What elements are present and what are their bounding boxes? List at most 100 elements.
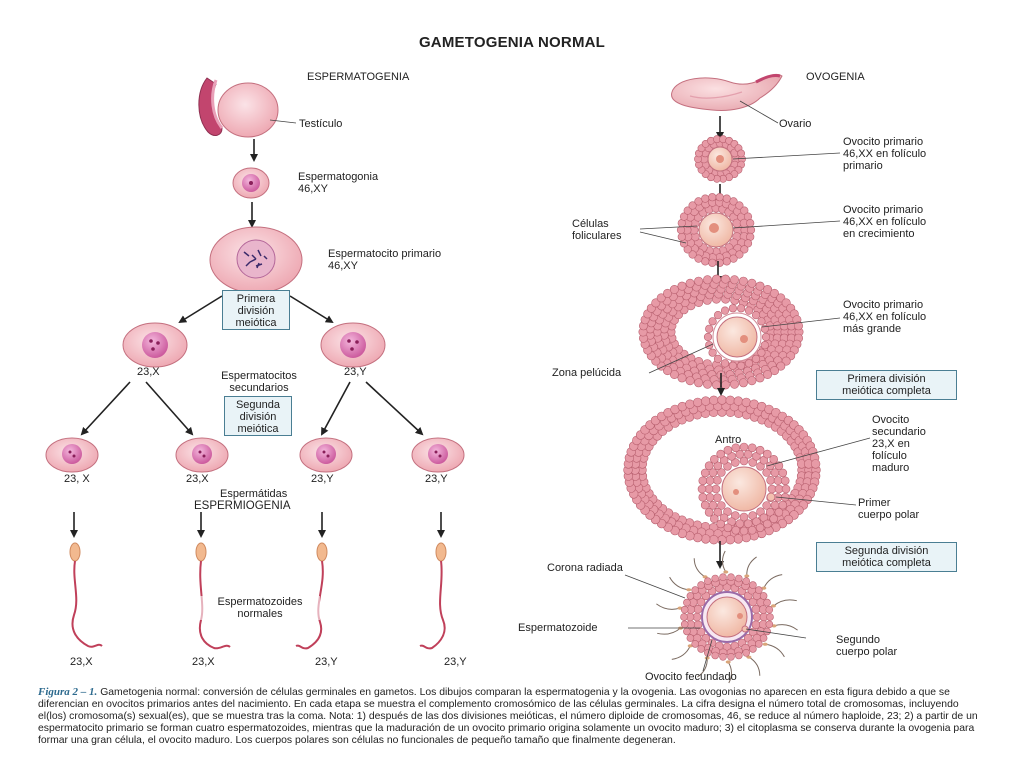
follicle-cell xyxy=(744,359,754,368)
follicle-cell xyxy=(763,598,771,607)
follicle-cell xyxy=(700,468,710,478)
follicle-cell xyxy=(751,311,761,320)
testis-illustration xyxy=(198,77,279,138)
follicle-cell xyxy=(762,519,772,529)
follicle-cell xyxy=(738,276,748,286)
follicle-cell xyxy=(697,581,705,589)
follicle-cell xyxy=(769,514,779,524)
follicle-cell xyxy=(755,523,765,533)
zona-pellucida-label: Zona pelúcida xyxy=(552,367,622,379)
follicle-cell xyxy=(755,445,765,455)
follicle-cell xyxy=(713,475,722,485)
arrow-secondary-left-to-spermatid-2 xyxy=(145,381,194,436)
follicle-cell xyxy=(694,378,704,388)
follicle-cell xyxy=(713,493,722,503)
follicle-cell xyxy=(705,493,715,502)
follicle-cell xyxy=(742,577,751,586)
sperm-tail xyxy=(773,599,797,607)
sperm-2-label: 23,X xyxy=(192,656,215,668)
sperm-tail xyxy=(693,558,706,578)
follicle-cell xyxy=(747,278,757,288)
growing-follicle xyxy=(676,193,756,267)
oocyte-growing-follicle-label: Ovocito primario 46,XX en folículo en cr… xyxy=(843,204,927,240)
follicle-cell xyxy=(708,193,717,202)
follicle-cell xyxy=(708,258,717,267)
follicle-cell xyxy=(704,461,714,471)
follicle-cell xyxy=(692,532,703,543)
follicle-cell xyxy=(751,604,761,614)
follicle-cell xyxy=(729,275,739,285)
sperm-4-label: 23,Y xyxy=(444,656,467,668)
sperm-head xyxy=(762,642,768,646)
follicle-cell xyxy=(685,278,695,288)
follicle-cell xyxy=(702,275,712,285)
follicle-cell xyxy=(778,500,788,510)
primary-spermatocyte-cell xyxy=(209,226,303,294)
figure-number: Figura 2 – 1. xyxy=(38,686,98,698)
spermiogenesis-label: ESPERMIOGENIA xyxy=(194,500,291,512)
sperm-tail xyxy=(697,657,708,678)
follicle-cell xyxy=(780,492,790,502)
follicle-cell xyxy=(709,514,719,524)
follicle-cell xyxy=(717,395,727,405)
follicle-cell xyxy=(728,304,738,313)
spermatid-4-label: 23,Y xyxy=(425,473,448,485)
follicle-cell xyxy=(729,379,739,389)
follicle-cell xyxy=(739,512,749,522)
sperm-head xyxy=(761,586,767,590)
follicle-cell xyxy=(762,449,772,459)
follicle-cell xyxy=(754,586,763,594)
follicle-cell xyxy=(700,500,710,510)
sperm-tail xyxy=(748,656,761,676)
oogenesis-heading: OVOGENIA xyxy=(806,71,865,83)
follicle-cell xyxy=(715,258,724,267)
primary-spermatocyte-label: Espermatocito primario 46,XY xyxy=(328,248,442,272)
secondary-spermatocyte-left-cell xyxy=(122,322,188,368)
follicle-cell xyxy=(700,534,711,544)
follicle-cell xyxy=(729,197,738,206)
follicle-cell xyxy=(739,526,749,536)
second-polar-body-label: Segundo cuerpo polar xyxy=(836,634,898,658)
follicle-cell xyxy=(683,206,692,215)
spermatid-2-cell xyxy=(175,437,229,473)
follicle-cell xyxy=(778,468,788,478)
follicle-cell xyxy=(743,449,753,459)
follicle-cell xyxy=(763,369,773,379)
follicle-cell xyxy=(731,525,741,535)
spermatid-2-label: 23,X xyxy=(186,473,209,485)
follicle-cell xyxy=(725,395,735,405)
follicle-cell xyxy=(716,519,726,529)
sperm-label: Espermatozoide xyxy=(518,622,598,634)
follicle-cell xyxy=(765,605,774,614)
follicle-cell xyxy=(701,194,710,203)
follicle-cell xyxy=(735,250,744,259)
arrow-primary-to-secondary-left xyxy=(178,295,223,324)
caption-text: Gametogenia normal: conversión de célula… xyxy=(38,687,978,746)
follicle-cell xyxy=(747,443,757,453)
follicle-cell xyxy=(705,324,714,333)
follicle-cell xyxy=(720,274,730,284)
follicle-cell xyxy=(728,361,738,370)
arrow-secondary-right-to-spermatid-3 xyxy=(321,381,351,436)
follicle-cell xyxy=(793,321,803,331)
follicle-cell xyxy=(692,397,703,408)
arrow-secondary-right-to-spermatid-4 xyxy=(365,381,424,436)
spermatid-1-cell xyxy=(45,437,99,473)
follicle-cell xyxy=(713,507,723,517)
follicle-cell xyxy=(734,651,743,660)
follicle-cell xyxy=(733,396,743,406)
follicle-cell xyxy=(656,293,666,303)
follicle-cell xyxy=(680,613,688,621)
first-meiotic-division-box: Primera división meiótica xyxy=(222,290,290,330)
follicle-cell xyxy=(685,399,695,409)
secondary-spermatocyte-left-label: 23,X xyxy=(137,366,160,378)
follicle-cell xyxy=(708,468,718,478)
arrow-primary-to-secondary-right xyxy=(289,295,334,324)
follicle-cell xyxy=(694,276,704,286)
follicle-cell xyxy=(765,620,774,629)
follicle-cell xyxy=(719,573,727,582)
sperm-head xyxy=(771,604,776,608)
diagram-title: GAMETOGENIA NORMAL xyxy=(418,34,606,51)
follicle-cell xyxy=(765,461,775,471)
